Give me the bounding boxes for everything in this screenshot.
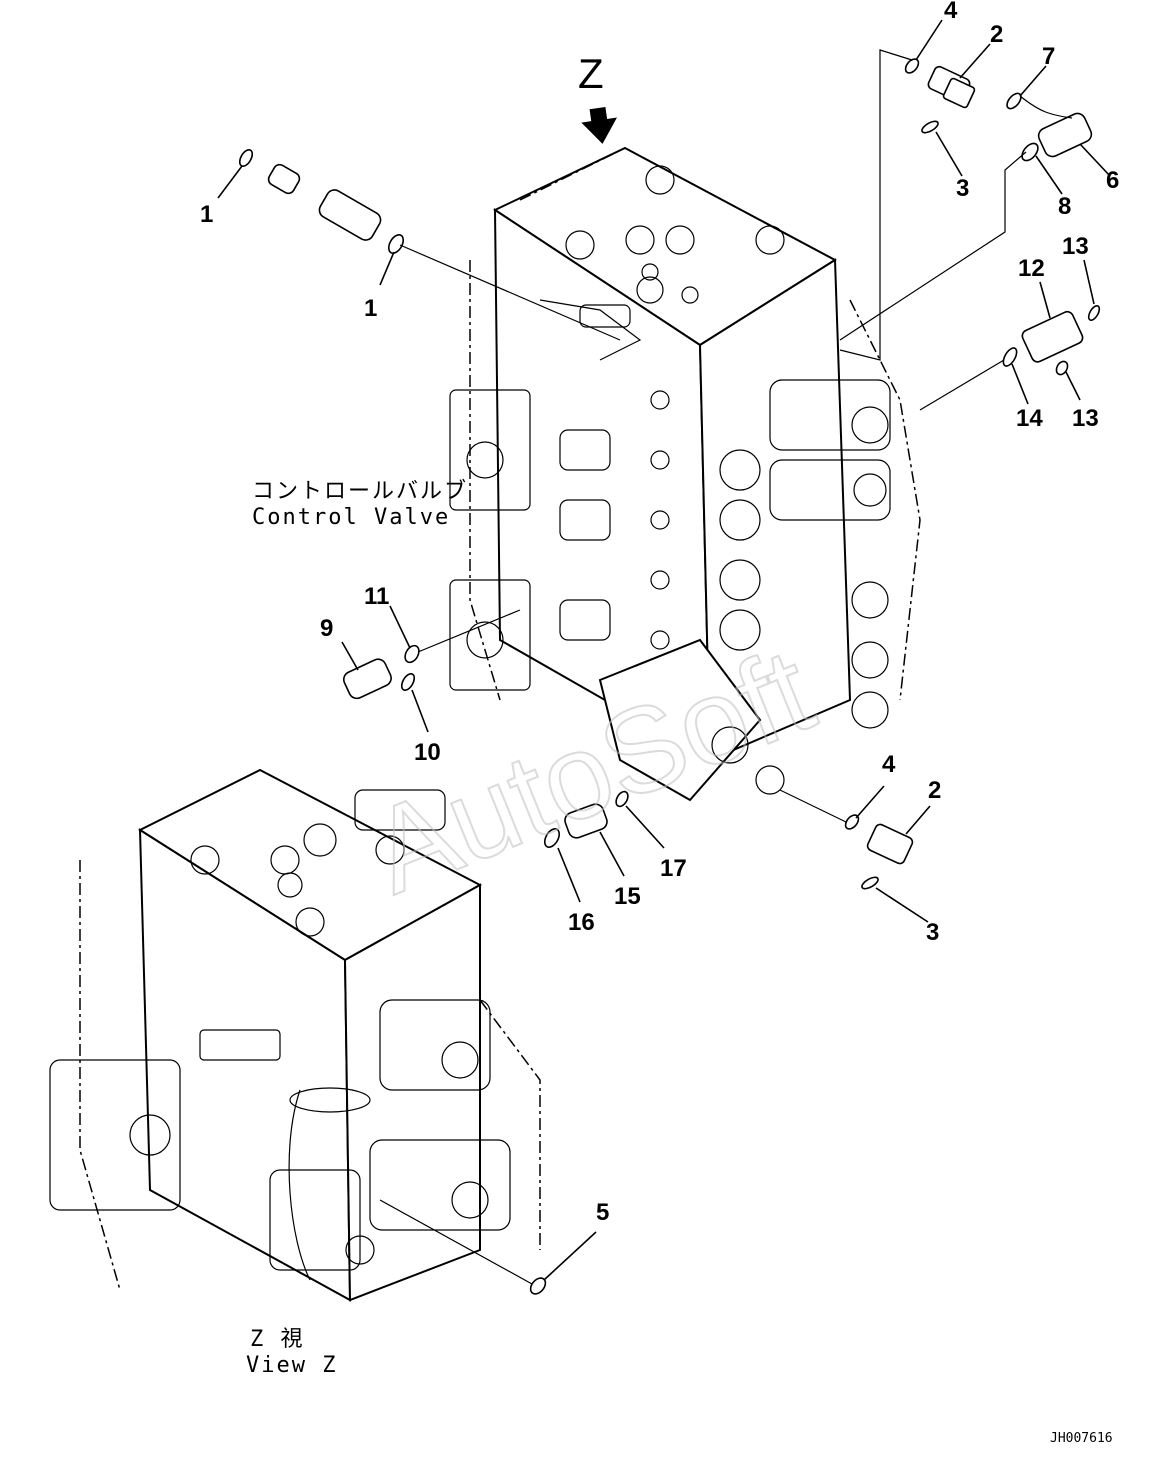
callout-15: 15: [614, 883, 641, 910]
callout-16: 16: [568, 909, 595, 936]
drawing-code: JH007616: [1050, 1431, 1113, 1446]
leader-lines: [217, 19, 1111, 1285]
callout-2b: 2: [928, 777, 941, 804]
callout-5: 5: [596, 1199, 609, 1226]
callout-9: 9: [320, 615, 333, 642]
text-labels: コントロールバルブ Control Valve Z 視 View Z JH007…: [246, 479, 1113, 1446]
callout-numbers: 1 1 2 2 3 3 4 4 5 6 7 8 9 10 11 12 13 13…: [200, 0, 1119, 1226]
callout-10: 10: [414, 739, 441, 766]
callout-3a: 3: [956, 175, 969, 202]
callout-4b: 4: [882, 751, 896, 778]
part-fittings: [267, 65, 1093, 865]
callout-11: 11: [364, 583, 389, 610]
callout-4a: 4: [944, 0, 958, 24]
callout-17: 17: [660, 855, 687, 882]
control-valve-label-en: Control Valve: [252, 505, 450, 530]
callout-8: 8: [1058, 193, 1071, 220]
callout-14: 14: [1016, 405, 1043, 432]
callout-13b: 13: [1072, 405, 1099, 432]
callout-13a: 13: [1062, 233, 1089, 260]
view-z-arrow: Z: [578, 50, 617, 144]
callout-6: 6: [1106, 167, 1119, 194]
view-arrow-label: Z: [578, 50, 604, 97]
callout-7: 7: [1042, 43, 1055, 70]
control-valve-main: [449, 146, 921, 802]
control-valve-view-z: [49, 768, 541, 1302]
callout-1b: 1: [364, 295, 377, 322]
callout-12: 12: [1018, 255, 1045, 282]
view-z-label-jp: Z 視: [250, 1327, 305, 1352]
control-valve-label-jp: コントロールバルブ: [252, 479, 468, 504]
callout-2a: 2: [990, 21, 1003, 48]
callout-1a: 1: [200, 201, 213, 228]
callout-3b: 3: [926, 919, 939, 946]
o-rings: [238, 58, 1101, 1295]
view-z-label-en: View Z: [246, 1353, 337, 1378]
